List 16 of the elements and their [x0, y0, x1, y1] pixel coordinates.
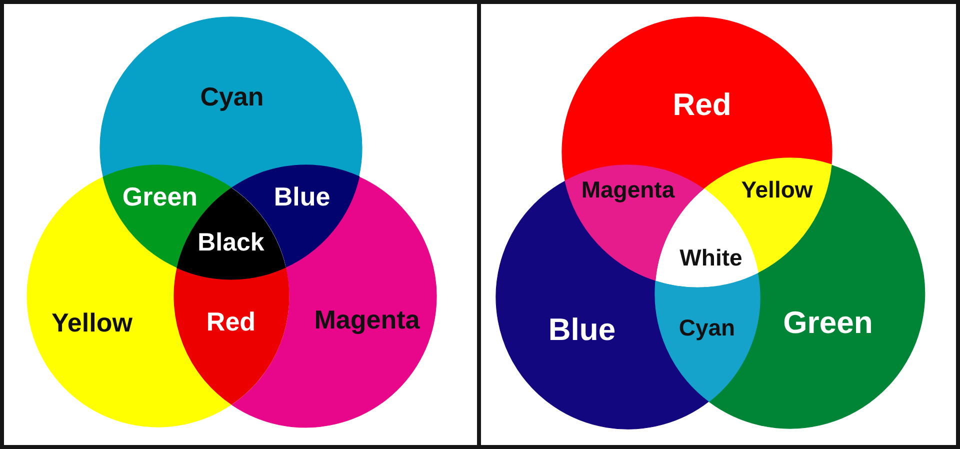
circle-label: Magenta — [314, 306, 420, 334]
circle-label: Yellow — [52, 308, 132, 338]
overlap-region — [655, 272, 760, 402]
region-label: White — [680, 245, 742, 271]
region-label: Red — [206, 308, 256, 336]
region-label: Green — [122, 182, 198, 212]
region-label: Yellow — [741, 177, 813, 203]
circle-label: Green — [783, 306, 873, 340]
overlap-region — [174, 267, 289, 404]
region-label: Magenta — [581, 177, 675, 203]
circle-label: Red — [672, 88, 732, 122]
circle-label: Blue — [548, 312, 616, 348]
region-label: Cyan — [678, 315, 736, 341]
circle-label: Cyan — [200, 82, 264, 112]
region-label: Black — [198, 229, 264, 257]
region-label: Blue — [274, 182, 330, 212]
